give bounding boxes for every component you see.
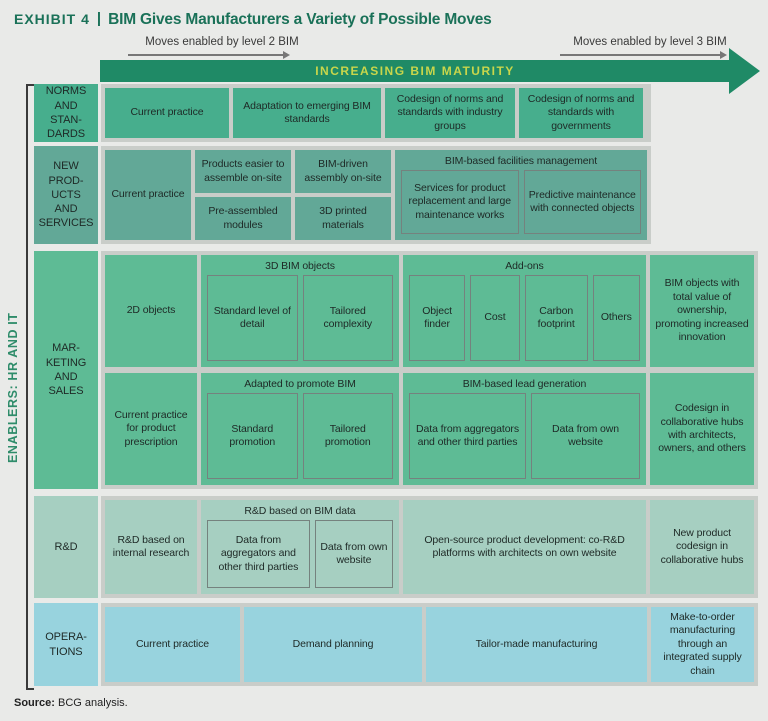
cell-2d-objects: 2D objects [105, 255, 197, 367]
box-others: Others [592, 275, 640, 361]
cell-pre-assembled-modules: Pre-assembled modules [195, 197, 291, 240]
box-services-product-replacement: Services for product replacement and lar… [401, 170, 519, 234]
row-label-marketing: MAR- KETING AND SALES [34, 251, 98, 489]
cell-rnd-internal-research: R&D based on internal research [105, 500, 197, 594]
bim-maturity-arrow-label: INCREASING BIM MATURITY [315, 64, 515, 78]
add-ons-boxes: Object finder Cost Carbon footprint Othe… [409, 275, 640, 361]
group-title-add-ons: Add-ons [505, 260, 544, 272]
box-standard-promotion: Standard promotion [207, 393, 298, 479]
group-title-lead-generation: BIM-based lead generation [462, 378, 587, 390]
box-data-own-website: Data from own website [531, 393, 640, 479]
cell-codesign-governments: Codesign of norms and standards with gov… [519, 88, 643, 138]
row-marketing-panel: 2D objects 3D BIM objects Standard level… [101, 251, 758, 489]
cell-3d-printed-materials: 3D printed materials [295, 197, 391, 240]
group-lead-generation: BIM-based lead generation Data from aggr… [403, 373, 646, 485]
cell-new-product-codesign: New product codesign in collaborative hu… [650, 500, 754, 594]
row-rnd: R&D R&D based on internal research R&D b… [34, 496, 758, 598]
cell-current-practice: Current practice [105, 607, 240, 682]
group-add-ons: Add-ons Object finder Cost Carbon footpr… [403, 255, 646, 367]
row-new-products-panel: Current practice Products easier to asse… [101, 146, 651, 244]
3d-bim-objects-boxes: Standard level of detail Tailored comple… [207, 275, 393, 361]
box-tailored-complexity: Tailored complexity [302, 275, 393, 361]
row-norms-panel: Current practice Adaptation to emerging … [101, 84, 651, 142]
marketing-subrow-promotion: Current practice for product prescriptio… [105, 373, 754, 485]
cell-current-practice: Current practice [105, 88, 229, 138]
box-tailored-promotion: Tailored promotion [302, 393, 393, 479]
page-title: BIM Gives Manufacturers a Variety of Pos… [108, 11, 492, 28]
group-adapted-promote-bim: Adapted to promote BIM Standard promotio… [201, 373, 399, 485]
box-data-aggregators: Data from aggregators and other third pa… [409, 393, 527, 479]
box-data-aggregators: Data from aggregators and other third pa… [207, 520, 310, 588]
row-new-products-and-services: NEW PROD- UCTS AND SERVICES Current prac… [34, 146, 651, 244]
row-norms-and-standards: NORMS AND STAN- DARDS Current practice A… [34, 84, 651, 142]
cell-bim-objects-total-value: BIM objects with total value of ownershi… [650, 255, 754, 367]
marketing-subrow-objects: 2D objects 3D BIM objects Standard level… [105, 255, 754, 367]
cell-current-practice: Current practice [105, 150, 191, 240]
box-data-own-website: Data from own website [314, 520, 393, 588]
level2-arrow-icon [128, 51, 290, 58]
rows-bracket [26, 84, 34, 690]
level2-bim-label: Moves enabled by level 2 BIM [145, 36, 299, 48]
facilities-boxes: Services for product replacement and lar… [401, 170, 641, 234]
row-label-operations: OPERA- TIONS [34, 603, 98, 686]
promote-bim-boxes: Standard promotion Tailored promotion [207, 393, 393, 479]
box-standard-level-detail: Standard level of detail [207, 275, 298, 361]
row-marketing-and-sales: MAR- KETING AND SALES 2D objects 3D BIM … [34, 251, 758, 489]
lead-generation-boxes: Data from aggregators and other third pa… [409, 393, 640, 479]
level3-arrow-icon [560, 51, 727, 58]
row-label-rnd: R&D [34, 496, 98, 598]
box-predictive-maintenance: Predictive maintenance with connected ob… [523, 170, 641, 234]
box-carbon-footprint: Carbon footprint [524, 275, 588, 361]
source-text: BCG analysis. [54, 697, 128, 709]
title-separator: | [96, 10, 102, 27]
row-operations: OPERA- TIONS Current practice Demand pla… [34, 603, 758, 686]
row-label-norms: NORMS AND STAN- DARDS [34, 84, 98, 142]
source-line: Source: BCG analysis. [14, 697, 128, 709]
cell-make-to-order: Make-to-order manufacturing through an i… [651, 607, 754, 682]
exhibit-title: EXHIBIT 4 | BIM Gives Manufacturers a Vari… [14, 10, 492, 29]
source-label: Source: [14, 697, 55, 709]
cell-demand-planning: Demand planning [244, 607, 422, 682]
cell-products-easier-assemble: Products easier to assemble on-site [195, 150, 291, 193]
group-title-rnd-bim-data: R&D based on BIM data [244, 505, 356, 517]
cell-codesign-collaborative-hubs: Codesign in collaborative hubs with arch… [650, 373, 754, 485]
enablers-side-label: ENABLERS: HR AND IT [6, 312, 20, 464]
row-rnd-panel: R&D based on internal research R&D based… [101, 496, 758, 598]
cell-tailor-made-manufacturing: Tailor-made manufacturing [426, 607, 647, 682]
bim-maturity-arrowhead-icon [729, 48, 760, 94]
new-products-grid: Products easier to assemble on-site BIM-… [195, 150, 391, 240]
group-title-facilities: BIM-based facilities management [444, 155, 598, 167]
box-object-finder: Object finder [409, 275, 466, 361]
cell-codesign-industry-groups: Codesign of norms and standards with ind… [385, 88, 515, 138]
cell-bim-driven-assembly: BIM-driven assembly on-site [295, 150, 391, 193]
group-facilities-management: BIM-based facilities management Services… [395, 150, 647, 240]
group-title-3d-bim-objects: 3D BIM objects [265, 260, 335, 272]
cell-current-practice-prescription: Current practice for product prescriptio… [105, 373, 197, 485]
cell-adaptation-bim-standards: Adaptation to emerging BIM standards [233, 88, 381, 138]
box-cost: Cost [470, 275, 520, 361]
bim-maturity-arrow: INCREASING BIM MATURITY [100, 60, 730, 82]
rnd-bim-data-boxes: Data from aggregators and other third pa… [207, 520, 393, 588]
level3-bim-label: Moves enabled by level 3 BIM [573, 36, 727, 48]
row-label-new-products: NEW PROD- UCTS AND SERVICES [34, 146, 98, 244]
cell-open-source-development: Open-source product development: co-R&D … [403, 500, 646, 594]
row-operations-panel: Current practice Demand planning Tailor-… [101, 603, 758, 686]
exhibit-number: EXHIBIT 4 [14, 11, 90, 27]
group-title-adapted-promote: Adapted to promote BIM [244, 378, 356, 390]
group-3d-bim-objects: 3D BIM objects Standard level of detail … [201, 255, 399, 367]
group-rnd-bim-data: R&D based on BIM data Data from aggregat… [201, 500, 399, 594]
